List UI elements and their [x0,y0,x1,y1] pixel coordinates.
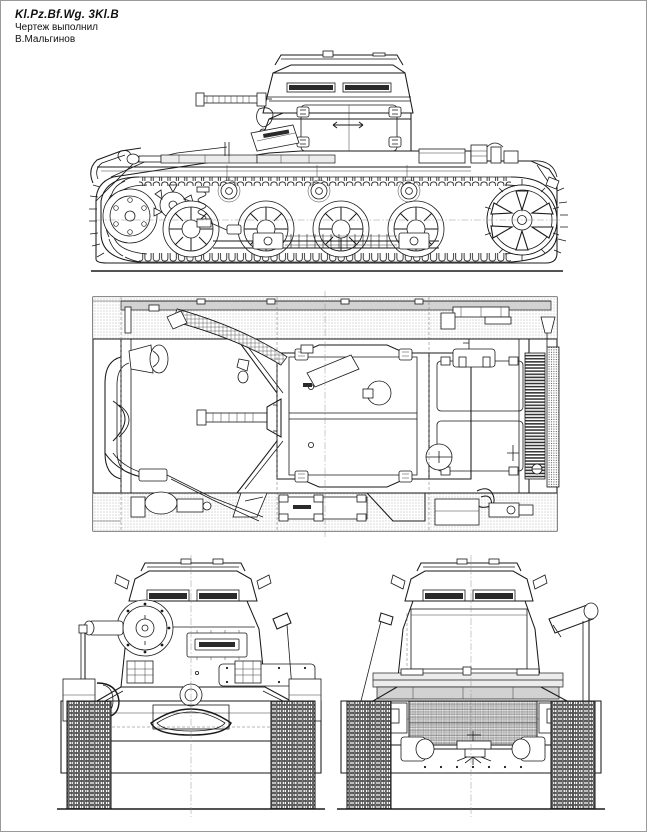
engine-hatch [436,360,524,412]
track-rear-left [346,700,392,810]
title-block: Kl.Pz.Bf.Wg. 3Kl.B Чертеж выполнил В.Мал… [15,9,119,46]
antenna-frame [166,308,288,366]
drawing-title: Kl.Pz.Bf.Wg. 3Kl.B [15,9,119,21]
engine-louvres [524,352,546,480]
track-guard-brackets [278,494,368,522]
vision-slit [289,85,333,90]
hatch-hinge [296,106,402,148]
road-wheel [312,200,370,258]
view-plan [92,291,560,537]
track-rear-right [550,700,596,810]
vision-slit [199,593,237,599]
machine-gun-plan [196,398,282,438]
return-rollers [217,179,421,203]
track-links [89,184,568,258]
rear-plate-box [434,498,480,526]
track-front-left [66,700,112,810]
horn [128,344,169,374]
driver-visor [250,124,300,152]
vision-slit [475,593,513,599]
headlamp [78,620,124,701]
spare-track-rack [160,154,258,164]
stowage-item [306,354,360,388]
view-side-elevation [89,50,568,272]
exhaust-muffler [548,602,599,701]
radiator-grille [546,346,560,488]
hatch-latches [440,356,519,476]
rear-towing-hooks [476,488,534,518]
suspension-beam [213,232,439,250]
view-front-elevation [57,555,325,817]
rivet-row [423,765,523,769]
road-wheel [162,200,220,258]
deck-fittings [124,298,424,334]
side-brackets [126,660,262,684]
vision-slit [345,85,389,90]
driver-visor-front [186,630,248,660]
track-front-right [270,700,316,810]
vision-slit [149,593,187,599]
idler-wheel [102,188,158,244]
rear-panel [410,608,528,670]
credit-line-1: Чертеж выполнил [15,22,98,33]
circular-hatch [116,599,174,657]
front-stowage-plan [104,452,264,522]
cupola-fitting [322,50,334,58]
front-towing-hook [117,150,162,165]
rear-axle-detail [400,731,546,765]
engine-deck-box [418,148,466,164]
vision-slit [425,593,463,599]
view-rear-elevation [337,555,605,817]
credit-line-2: В.Мальгинов [15,34,76,45]
front-suspension-spring [196,186,242,235]
engine-deck-rear [372,666,564,700]
machine-gun [195,92,272,107]
